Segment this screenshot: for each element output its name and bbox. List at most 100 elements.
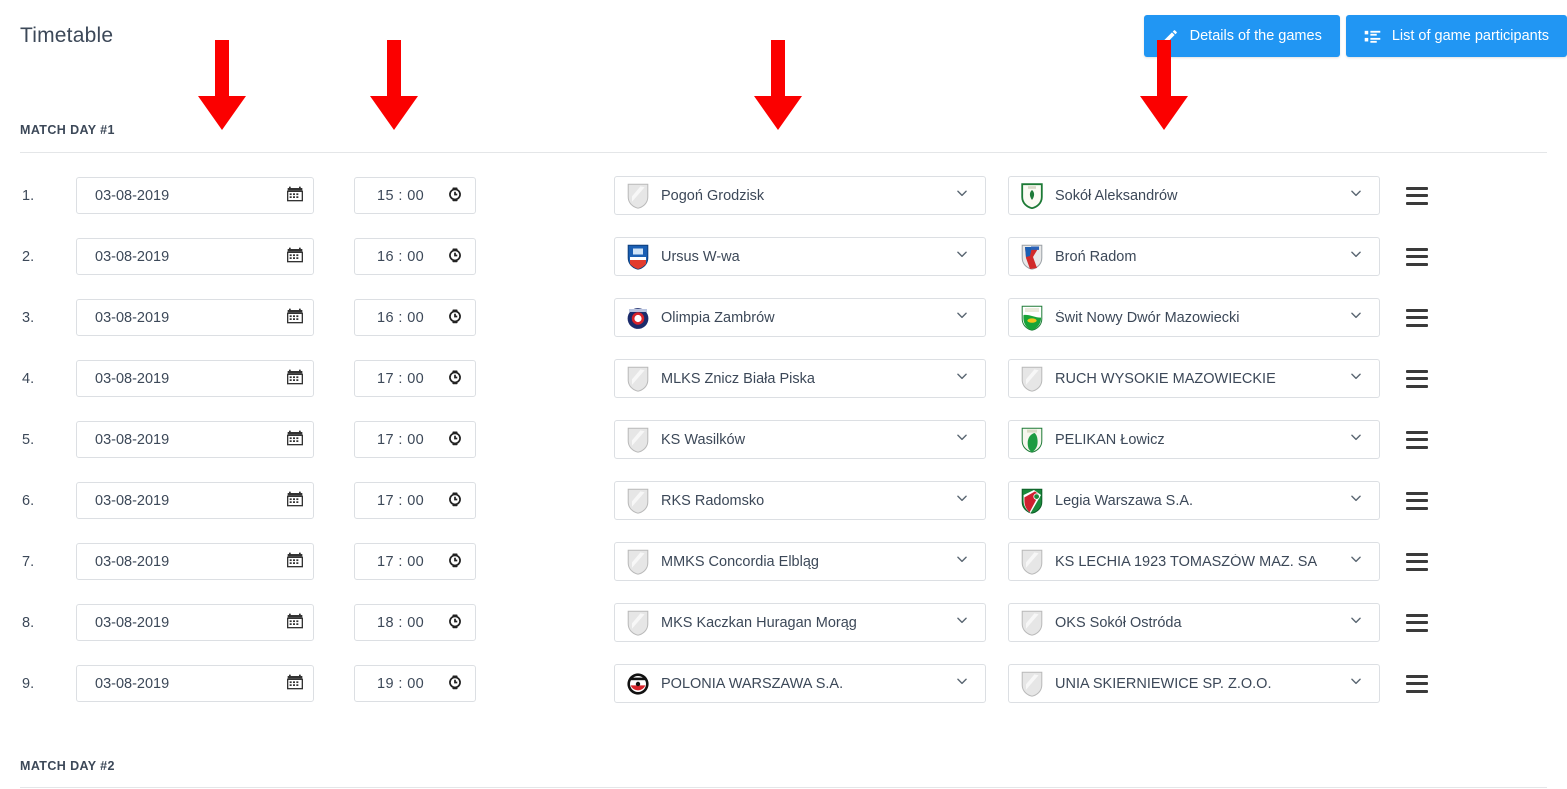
- clock-icon[interactable]: [447, 674, 463, 694]
- home-team-name: RKS Radomsko: [661, 492, 765, 509]
- clock-icon[interactable]: [447, 247, 463, 267]
- match-row: 6. 03-08-2019 17 : 00 RKS Radomsko Legia…: [0, 470, 1567, 531]
- home-team-select[interactable]: Olimpia Zambrów: [614, 298, 986, 337]
- drag-handle-icon[interactable]: [1406, 186, 1428, 205]
- home-team-select[interactable]: POLONIA WARSZAWA S.A.: [614, 664, 986, 703]
- match-date-input[interactable]: 03-08-2019: [76, 421, 314, 458]
- match-date-input[interactable]: 03-08-2019: [76, 299, 314, 336]
- away-team-select[interactable]: KS LECHIA 1923 TOMASZÓW MAZ. SA: [1008, 542, 1380, 581]
- clock-icon[interactable]: [447, 552, 463, 572]
- match-time-value: 18 : 00: [377, 614, 425, 631]
- drag-handle-icon[interactable]: [1406, 674, 1428, 693]
- away-team-select[interactable]: Świt Nowy Dwór Mazowiecki: [1008, 298, 1380, 337]
- match-date-input[interactable]: 03-08-2019: [76, 177, 314, 214]
- match-time-input[interactable]: 17 : 00: [354, 482, 476, 519]
- match-time-input[interactable]: 15 : 00: [354, 177, 476, 214]
- home-team-select[interactable]: MMKS Concordia Elbląg: [614, 542, 986, 581]
- calendar-icon[interactable]: [287, 247, 303, 267]
- chevron-down-icon[interactable]: [955, 613, 969, 632]
- home-team-select[interactable]: Pogoń Grodzisk: [614, 176, 986, 215]
- chevron-down-icon[interactable]: [955, 247, 969, 266]
- match-time-input[interactable]: 17 : 00: [354, 360, 476, 397]
- match-row: 2. 03-08-2019 16 : 00 Ursus W-wa Broń Ra…: [0, 226, 1567, 287]
- clock-icon[interactable]: [447, 613, 463, 633]
- chevron-down-icon[interactable]: [955, 430, 969, 449]
- chevron-down-icon[interactable]: [955, 491, 969, 510]
- away-team-select[interactable]: Broń Radom: [1008, 237, 1380, 276]
- match-time-input[interactable]: 16 : 00: [354, 299, 476, 336]
- chevron-down-icon[interactable]: [1349, 491, 1363, 510]
- chevron-down-icon[interactable]: [1349, 674, 1363, 693]
- chevron-down-icon[interactable]: [1349, 186, 1363, 205]
- match-date-input[interactable]: 03-08-2019: [76, 238, 314, 275]
- home-team-select[interactable]: RKS Radomsko: [614, 481, 986, 520]
- match-date-input[interactable]: 03-08-2019: [76, 604, 314, 641]
- chevron-down-icon[interactable]: [955, 369, 969, 388]
- chevron-down-icon[interactable]: [955, 186, 969, 205]
- calendar-icon[interactable]: [287, 552, 303, 572]
- chevron-down-icon[interactable]: [955, 308, 969, 327]
- home-team-select[interactable]: KS Wasilków: [614, 420, 986, 459]
- chevron-down-icon[interactable]: [1349, 247, 1363, 266]
- away-team-select[interactable]: PELIKAN Łowicz: [1008, 420, 1380, 459]
- match-time-value: 19 : 00: [377, 675, 425, 692]
- home-team-crest-icon: [627, 305, 649, 331]
- home-team-crest-icon: [627, 244, 649, 270]
- chevron-down-icon[interactable]: [1349, 613, 1363, 632]
- chevron-down-icon[interactable]: [1349, 430, 1363, 449]
- calendar-icon[interactable]: [287, 186, 303, 206]
- calendar-icon[interactable]: [287, 308, 303, 328]
- home-team-select[interactable]: MKS Kaczkan Huragan Morąg: [614, 603, 986, 642]
- match-time-input[interactable]: 17 : 00: [354, 543, 476, 580]
- calendar-icon[interactable]: [287, 613, 303, 633]
- chevron-down-icon[interactable]: [955, 552, 969, 571]
- arrow-time-column: [368, 40, 420, 132]
- clock-icon[interactable]: [447, 491, 463, 511]
- arrow-details-button: [1138, 40, 1190, 132]
- match-time-input[interactable]: 16 : 00: [354, 238, 476, 275]
- away-team-name: PELIKAN Łowicz: [1055, 431, 1165, 448]
- match-date-input[interactable]: 03-08-2019: [76, 482, 314, 519]
- calendar-icon[interactable]: [287, 369, 303, 389]
- calendar-icon[interactable]: [287, 491, 303, 511]
- home-team-select[interactable]: Ursus W-wa: [614, 237, 986, 276]
- details-of-the-games-button[interactable]: Details of the games: [1143, 15, 1340, 57]
- chevron-down-icon[interactable]: [955, 674, 969, 693]
- away-team-select[interactable]: Legia Warszawa S.A.: [1008, 481, 1380, 520]
- home-team-name: Pogoń Grodzisk: [661, 187, 765, 204]
- drag-handle-icon[interactable]: [1406, 247, 1428, 266]
- match-time-input[interactable]: 17 : 00: [354, 421, 476, 458]
- away-team-crest-icon: [1021, 488, 1043, 514]
- match-time-value: 16 : 00: [377, 309, 425, 326]
- drag-handle-icon[interactable]: [1406, 552, 1428, 571]
- away-team-select[interactable]: UNIA SKIERNIEWICE SP. Z.O.O.: [1008, 664, 1380, 703]
- list-of-game-participants-button[interactable]: List of game participants: [1345, 15, 1567, 57]
- drag-handle-icon[interactable]: [1406, 430, 1428, 449]
- match-time-input[interactable]: 18 : 00: [354, 604, 476, 641]
- match-date-input[interactable]: 03-08-2019: [76, 665, 314, 702]
- match-date-input[interactable]: 03-08-2019: [76, 543, 314, 580]
- home-team-crest-icon: [627, 183, 649, 209]
- clock-icon[interactable]: [447, 430, 463, 450]
- away-team-select[interactable]: Sokół Aleksandrów: [1008, 176, 1380, 215]
- home-team-select[interactable]: MLKS Znicz Biała Piska: [614, 359, 986, 398]
- home-team-crest-icon: [627, 427, 649, 453]
- home-team-crest-icon: [627, 671, 649, 697]
- drag-handle-icon[interactable]: [1406, 308, 1428, 327]
- drag-handle-icon[interactable]: [1406, 613, 1428, 632]
- chevron-down-icon[interactable]: [1349, 369, 1363, 388]
- away-team-name: OKS Sokół Ostróda: [1055, 614, 1182, 631]
- clock-icon[interactable]: [447, 308, 463, 328]
- away-team-select[interactable]: RUCH WYSOKIE MAZOWIECKIE: [1008, 359, 1380, 398]
- drag-handle-icon[interactable]: [1406, 369, 1428, 388]
- clock-icon[interactable]: [447, 186, 463, 206]
- match-date-input[interactable]: 03-08-2019: [76, 360, 314, 397]
- match-time-input[interactable]: 19 : 00: [354, 665, 476, 702]
- calendar-icon[interactable]: [287, 674, 303, 694]
- calendar-icon[interactable]: [287, 430, 303, 450]
- chevron-down-icon[interactable]: [1349, 308, 1363, 327]
- chevron-down-icon[interactable]: [1349, 552, 1363, 571]
- drag-handle-icon[interactable]: [1406, 491, 1428, 510]
- away-team-select[interactable]: OKS Sokół Ostróda: [1008, 603, 1380, 642]
- clock-icon[interactable]: [447, 369, 463, 389]
